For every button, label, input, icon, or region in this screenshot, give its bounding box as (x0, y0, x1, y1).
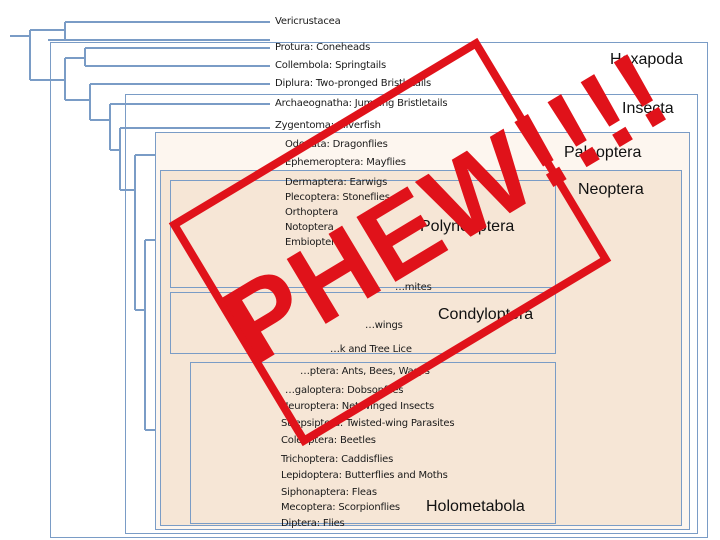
taxon-mecoptera: Mecoptera: Scorpionflies (281, 502, 400, 513)
taxon-coleoptera: Coleoptera: Beetles (281, 435, 376, 446)
taxon-neuroptera: Neuroptera: Net-winged Insects (281, 401, 434, 412)
clade-label-polyneoptera: Polyneoptera (420, 218, 515, 235)
clade-label-paleoptera: Paleoptera (564, 144, 642, 161)
taxon-hymenoptera: …ptera: Ants, Bees, Wasps (300, 366, 430, 377)
taxon-odonata: Odonata: Dragonflies (285, 139, 388, 150)
taxon-collembola: Collembola: Springtails (275, 60, 386, 71)
taxon-orthoptera: Orthoptera (285, 207, 339, 218)
taxon-protura: Protura: Coneheads (275, 42, 371, 53)
taxon-notoptera: Notoptera (285, 222, 334, 233)
taxon-diplura: Diplura: Two-pronged Bristletails (275, 78, 432, 89)
taxon-lepidoptera: Lepidoptera: Butterflies and Moths (281, 470, 448, 481)
condyloptera-box (170, 292, 556, 354)
taxon-zygentoma: Zygentoma: Silverfish (275, 120, 381, 131)
taxon-siphonaptera: Siphonaptera: Fleas (281, 487, 377, 498)
taxon-archaeognatha: Archaeognatha: Jumping Bristletails (275, 98, 448, 109)
holometabola-box (190, 362, 556, 524)
root-label: Vericrustacea (275, 16, 341, 27)
insecta-box (125, 94, 698, 534)
clade-label-hexapoda: Hexapoda (610, 51, 683, 68)
clade-label-neoptera: Neoptera (578, 181, 644, 198)
taxon-wings: …wings (365, 320, 403, 331)
taxon-megaloptera: …galoptera: Dobsonflies (285, 385, 404, 396)
taxon-trichoptera: Trichoptera: Caddisflies (281, 454, 394, 465)
taxon-dermaptera: Dermaptera: Earwigs (285, 177, 388, 188)
taxon-embioptera: Embioptera (285, 237, 341, 248)
taxon-ephemeroptera: Ephemeroptera: Mayflies (285, 157, 406, 168)
clade-label-insecta: Insecta (622, 100, 674, 117)
clade-label-condyloptera: Condyloptera (438, 306, 534, 323)
taxon-lice: …k and Tree Lice (330, 344, 412, 355)
taxon-plecoptera: Plecoptera: Stoneflies (285, 192, 390, 203)
polyneoptera-box (170, 180, 556, 288)
taxon-termites: …mites (395, 282, 432, 293)
taxon-diptera: Diptera: Flies (281, 518, 345, 529)
hexapoda-box (50, 42, 708, 538)
clade-label-holometabola: Holometabola (426, 498, 525, 515)
taxon-strepsiptera: Strepsiptera: Twisted-wing Parasites (281, 418, 455, 429)
